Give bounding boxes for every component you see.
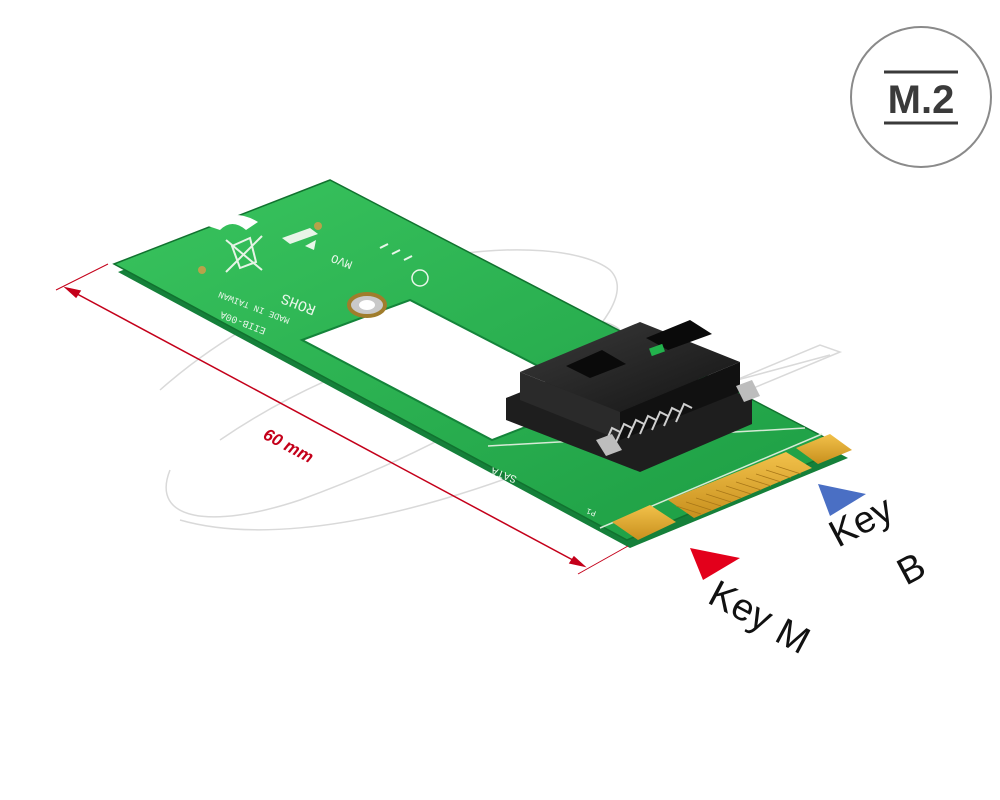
- sata-connector: [506, 320, 760, 472]
- edge-connector-left: [612, 505, 676, 540]
- dimension-label: 60 mm: [260, 425, 316, 467]
- key-m-word: Key: [702, 573, 780, 641]
- edge-connector-right: [796, 434, 852, 464]
- key-b-letter: B: [891, 545, 933, 594]
- m2-badge-label: M.2: [888, 78, 955, 122]
- dimension-line: [55, 263, 629, 575]
- key-m-letter: M: [769, 611, 817, 663]
- mounting-notch: [208, 214, 258, 230]
- silk-dashes: [379, 243, 413, 261]
- silk-logo: [411, 269, 429, 287]
- edge-connector-main: [668, 452, 812, 518]
- weee-bin-icon: [225, 235, 263, 273]
- silk-triangle: [305, 240, 316, 250]
- pcb-label-strip: [282, 228, 318, 244]
- marking-pin: P1: [585, 505, 597, 517]
- key-b-arrow-icon: [818, 484, 866, 516]
- edge-connector-contacts: [675, 465, 802, 515]
- m2-badge: M.2: [850, 26, 992, 168]
- pcb-pads: [198, 222, 322, 274]
- key-m-arrow-icon: [690, 548, 740, 580]
